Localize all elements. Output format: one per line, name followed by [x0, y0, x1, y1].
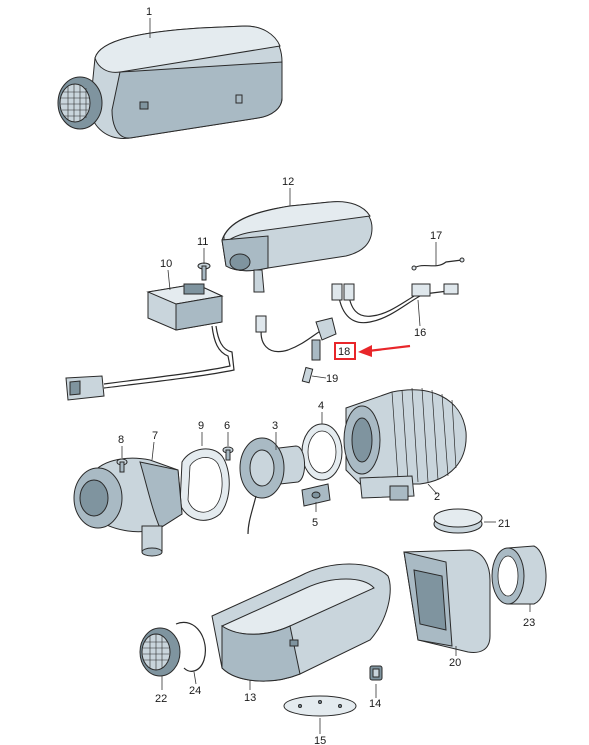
part-14-clip [369, 665, 383, 681]
part-24-seal-ring [175, 621, 206, 672]
label-6: 6 [224, 420, 230, 432]
part-7-blower-housing [73, 457, 183, 557]
label-24: 24 [189, 685, 201, 697]
label-16: 16 [414, 327, 426, 339]
label-9: 9 [198, 420, 204, 432]
part-13-lower-shell [211, 563, 391, 682]
part-16-wiring-harness [331, 283, 459, 324]
label-20: 20 [449, 657, 461, 669]
label-13: 13 [244, 692, 256, 704]
part-23-ring-adapter [491, 545, 547, 605]
label-22: 22 [155, 693, 167, 705]
label-23: 23 [523, 617, 535, 629]
part-19-sensor-pin [301, 366, 314, 384]
label-18: 18 [338, 346, 350, 358]
label-7: 7 [152, 430, 158, 442]
part-22-intake-grille [139, 627, 181, 677]
part-8-screw [116, 458, 128, 473]
label-11: 11 [197, 236, 208, 248]
part-2-heat-exchanger [343, 387, 467, 501]
part-3-motor [239, 437, 305, 535]
part-6-screw [222, 446, 234, 461]
label-8: 8 [118, 434, 124, 446]
part-5-plate [301, 483, 331, 507]
leader-lines [121, 18, 531, 734]
label-4: 4 [318, 400, 324, 412]
label-21: 21 [498, 518, 510, 530]
part-9-gasket [179, 448, 230, 521]
label-15: 15 [314, 735, 326, 745]
part-17-wire-lead [411, 257, 465, 271]
label-10: 10 [160, 258, 172, 270]
part-11-screw [197, 262, 211, 281]
label-18-highlight-box [334, 342, 356, 360]
part-15-base-plate [283, 695, 357, 717]
part-18-glow-plug-sensor [255, 315, 337, 361]
label-12: 12 [282, 176, 294, 188]
part-20-outlet-housing [403, 549, 491, 653]
part-1-heater-unit [57, 25, 283, 139]
highlight-arrow [358, 344, 411, 357]
label-19: 19 [326, 373, 338, 385]
label-3: 3 [272, 420, 278, 432]
part-21-cap [433, 508, 483, 534]
part-12-upper-cover [221, 201, 373, 293]
part-4-gasket [301, 423, 343, 481]
part-labels: 1 2 3 4 5 6 7 8 9 10 11 12 13 14 15 16 1… [118, 6, 535, 745]
label-1: 1 [146, 6, 152, 18]
label-2: 2 [434, 491, 440, 503]
label-5: 5 [312, 517, 318, 529]
part-10-control-unit [65, 283, 235, 401]
label-17: 17 [430, 230, 442, 242]
label-14: 14 [369, 698, 381, 710]
